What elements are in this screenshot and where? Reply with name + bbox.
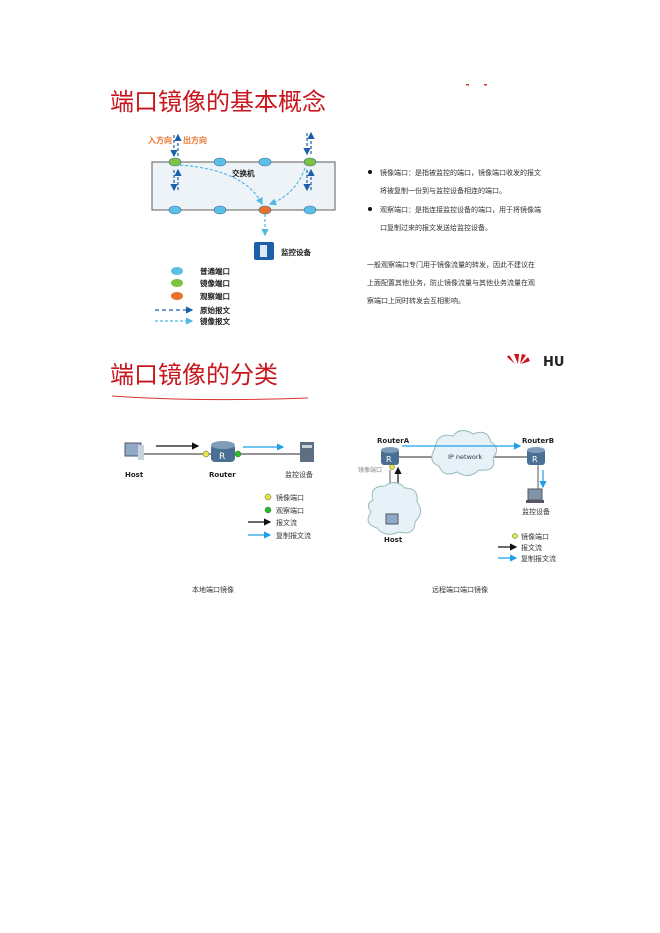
direction-out-label: 出方向 [183, 135, 207, 145]
direction-in-label: 入方向 [147, 135, 172, 145]
legend-mirror-port: 镜像端口 [276, 493, 304, 502]
monitor-label: 监控设备 [285, 470, 313, 479]
monitor-label: 监控设备 [281, 247, 311, 257]
host-label: Host [384, 536, 403, 544]
logo-text: HU [543, 355, 564, 370]
paragraph-line: 察端口上同时转发会互相影响。 [367, 296, 465, 305]
legend-observe-port: 观察端口 [276, 506, 304, 515]
router-label: Router [209, 471, 236, 479]
host-cloud [367, 482, 421, 535]
bullet-text: 口复制过来的报文发送给监控设备。 [380, 223, 492, 232]
monitor-device-icon [254, 242, 274, 260]
bullet-text: 镜像端口：是指被监控的端口，镜像端口收发的报文 [380, 168, 541, 177]
legend-copied-flow: 复制报文流 [521, 554, 556, 563]
monitor-label: 监控设备 [522, 507, 550, 516]
router-a-icon: R [381, 447, 399, 465]
legend: 镜像端口 观察端口 报文流 复制报文流 [248, 493, 311, 540]
caption-local: 本地端口镜像 [192, 585, 234, 594]
remote-mirroring-diagram: RouterA RouterB IP network R R 镜像端口 Host… [358, 430, 556, 594]
server-icon [300, 442, 314, 462]
router-icon: R [211, 441, 235, 462]
router-b-label: RouterB [522, 437, 554, 445]
paragraph-line: 一般观察端口专门用于镜像流量的转发，因此不建议在 [367, 260, 535, 269]
caption-remote: 远程端口端口镜像 [432, 585, 488, 594]
legend-mirror-port: 镜像端口 [200, 278, 230, 288]
paragraph-line: 上面配置其他业务，防止镜像流量与其他业务流量在观 [367, 278, 535, 287]
svg-text:R: R [219, 452, 225, 462]
switch-label: 交换机 [232, 168, 255, 178]
legend-normal-port: 普通端口 [200, 266, 230, 276]
legend-mirror-packet: 镜像报文 [200, 316, 230, 326]
legend-copied-flow: 复制报文流 [276, 531, 311, 540]
legend: 普通端口 镜像端口 观察端口 原始报文 镜像报文 [155, 266, 230, 326]
bullet-list: 镜像端口：是指被监控的端口，镜像端口收发的报文 将被复制一份到与监控设备相连的端… [368, 168, 541, 232]
red-marks [466, 84, 487, 86]
local-mirroring-diagram: Host R Router 监控设备 镜像端口 观察端口 报文流 复制报文流 本… [124, 441, 314, 594]
router-a-label: RouterA [377, 437, 410, 445]
host-icon [124, 442, 144, 460]
monitor-icon [526, 488, 544, 503]
switch-diagram: 入方向 出方向 交换机 监控设备 [147, 131, 336, 326]
legend-mirror-port: 镜像端口 [521, 532, 549, 541]
slide-basic-concept: 端口镜像的基本概念 入方向 出方向 交换机 [110, 84, 541, 326]
mirror-port-label: 镜像端口 [358, 466, 382, 474]
handwritten-underline [111, 395, 309, 401]
legend-observe-port: 观察端口 [200, 291, 230, 301]
router-b-icon: R [527, 447, 545, 465]
ip-network-cloud [431, 430, 497, 476]
slide-title: 端口镜像的分类 [110, 361, 278, 389]
legend-packet-flow: 报文流 [521, 543, 542, 552]
legend: 镜像端口 报文流 复制报文流 [498, 532, 556, 563]
legend-packet-flow: 报文流 [276, 518, 297, 527]
host-label: Host [125, 471, 144, 479]
legend-original-packet: 原始报文 [200, 305, 230, 315]
note-paragraph: 一般观察端口专门用于镜像流量的转发，因此不建议在 上面配置其他业务，防止镜像流量… [367, 260, 535, 305]
slide-classification: 端口镜像的分类 HU Host R Router 监控设备 镜像端口 观察端口 … [110, 354, 564, 594]
svg-text:R: R [532, 455, 538, 464]
bullet-text: 观察端口：是指连接监控设备的端口，用于将镜像端 [380, 205, 541, 214]
network-label: IP network [448, 453, 483, 461]
bullet-text: 将被复制一份到与监控设备相连的端口。 [380, 186, 506, 195]
huawei-logo: HU [507, 354, 564, 370]
slide-title: 端口镜像的基本概念 [110, 88, 326, 116]
svg-text:R: R [386, 455, 392, 464]
